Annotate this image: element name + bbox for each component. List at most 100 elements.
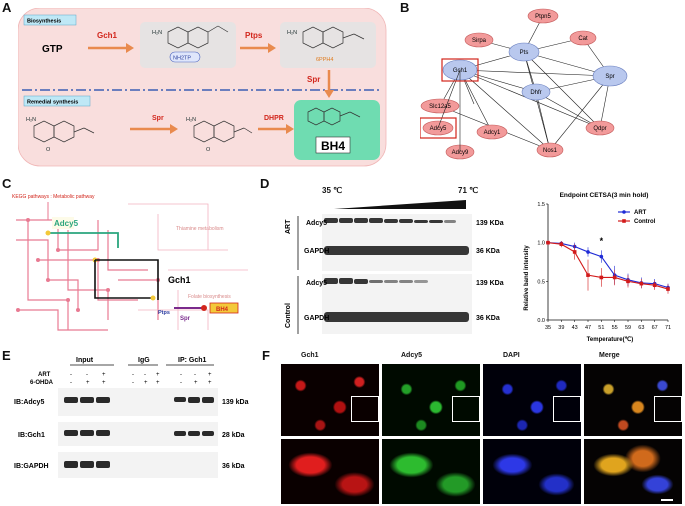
data-point-control — [612, 275, 617, 280]
nh2tp-label: NH2TP — [173, 56, 191, 62]
input-label: Input — [76, 357, 94, 364]
data-point-control — [546, 240, 550, 245]
data-point-control — [586, 273, 590, 277]
panel-label-c: C — [2, 176, 12, 191]
ohda-treatment-label: 6-OHDA — [30, 380, 54, 386]
panel-d-cetsa-blots: ART Control Adcy5 GAPDH Adcy5 GAPDH 139 … — [285, 200, 504, 334]
node-adcy9: Adcy9 — [452, 150, 469, 156]
data-point-control — [626, 279, 630, 284]
svg-text:O: O — [46, 147, 51, 153]
data-point-control — [599, 275, 604, 280]
svg-text:H₂N: H₂N — [152, 30, 162, 36]
panel-label-b: B — [400, 0, 410, 15]
node-dhfr: Dhfr — [530, 90, 541, 96]
remedial-label: Remedial synthesis — [27, 100, 78, 106]
gtp-label: GTP — [42, 44, 63, 55]
node-spr: Spr — [605, 74, 614, 80]
col-dapi: DAPI — [503, 352, 520, 359]
x-tick-label: 35 — [545, 325, 551, 331]
zoom-box-dapi — [553, 396, 581, 422]
merge-image-zoom — [584, 439, 682, 504]
panel-c-kegg-map: KEGG pathways : Metabolic pathway Thiami… — [12, 194, 248, 331]
panel-e-coip-blots: Input IgG IP: Gch1 ART 6-OHDA --+--+--+-… — [14, 357, 249, 478]
legend-label: Control — [634, 219, 656, 225]
ohda-sign: + — [208, 380, 212, 386]
temp-high-label: 71 ℃ — [458, 186, 479, 195]
gch1-highlight — [441, 58, 479, 82]
node-nos1: Nos1 — [543, 148, 558, 154]
art-sign: + — [102, 372, 106, 378]
art-sign: - — [86, 372, 88, 378]
ohda-sign: - — [132, 380, 134, 386]
panel-label-a: A — [2, 0, 12, 15]
gch1-image-zoom — [281, 439, 379, 504]
node-sirpa: Sirpa — [472, 38, 487, 44]
legend-marker — [622, 210, 626, 214]
art-treatment-label: ART — [38, 372, 51, 378]
x-tick-label: 51 — [598, 325, 604, 331]
legend-label: ART — [634, 210, 647, 216]
ib-adcy5-label: IB:Adcy5 — [14, 399, 44, 406]
x-tick-label: 59 — [625, 325, 631, 331]
series-line-control — [547, 242, 669, 290]
d-adcy5-art: Adcy5 — [306, 220, 327, 227]
art-sign: - — [194, 372, 196, 378]
x-tick-label: 43 — [572, 325, 578, 331]
kegg-title: KEGG pathways : Metabolic pathway — [12, 194, 95, 200]
data-point-control — [666, 287, 670, 291]
art-sign: - — [132, 372, 134, 378]
spr-enzyme: Spr — [152, 115, 164, 122]
adcy5-image-zoom — [382, 439, 480, 504]
zoom-box-merge — [654, 396, 682, 422]
svg-text:H₂N: H₂N — [287, 30, 297, 36]
kda-36-label: 36 kDa — [222, 463, 245, 470]
col-adcy5: Adcy5 — [401, 352, 423, 359]
data-point-control — [572, 250, 577, 254]
cetsa-line-chart: Endpoint CETSA(3 min hold) Relative band… — [524, 192, 671, 343]
d-gapdh-control: GAPDH — [304, 315, 329, 322]
col-gch1: Gch1 — [301, 352, 319, 359]
data-point-art — [599, 254, 604, 259]
node-slc12a5: Slc12a5 — [429, 104, 451, 110]
data-point-control — [639, 281, 644, 286]
art-sign: - — [180, 372, 182, 378]
d-kda139-control: 139 KDa — [476, 280, 504, 287]
x-tick-label: 63 — [638, 325, 644, 331]
svg-text:H₂N: H₂N — [186, 117, 196, 123]
y-tick-label: 1.5 — [537, 202, 545, 208]
chart-ylabel: Relative band intensity — [524, 245, 530, 311]
ib-gapdh-label: IB:GAPDH — [14, 463, 49, 470]
folate-label: Folate biosynthesis — [188, 294, 231, 300]
panel-b-network: Ptpn5 Sirpa Cat Pts Gch1 Spr Dhfr Slc12a… — [420, 8, 628, 160]
ohda-sign: + — [102, 380, 106, 386]
significance-star: * — [600, 236, 604, 246]
panel-label-f: F — [262, 348, 270, 363]
data-point-art — [586, 250, 590, 254]
d-gapdh-art: GAPDH — [304, 248, 329, 255]
adcy5-highlight — [420, 117, 457, 139]
ohda-sign: + — [194, 380, 198, 386]
y-tick-label: 1.0 — [537, 241, 545, 247]
d-kda36-art: 36 KDa — [476, 248, 500, 255]
ptps-enzyme: Ptps — [245, 31, 263, 40]
adcy5-map-label: Adcy5 — [54, 219, 79, 228]
d-adcy5-control: Adcy5 — [306, 280, 327, 287]
ptps-map-label: Ptps — [158, 310, 170, 316]
kda-139-label: 139 kDa — [222, 399, 249, 406]
ohda-sign: - — [70, 380, 72, 386]
svg-text:O: O — [206, 147, 211, 153]
zoom-box-gch1 — [351, 396, 379, 422]
d-kda139-art: 139 KDa — [476, 220, 504, 227]
series-line-art — [547, 242, 669, 289]
dapi-image-zoom — [483, 439, 581, 504]
svg-text:H₂N: H₂N — [26, 117, 36, 123]
merge-image-top — [584, 364, 682, 436]
legend-marker — [622, 219, 626, 223]
kda-28-label: 28 kDa — [222, 432, 245, 439]
ohda-sign: + — [86, 380, 90, 386]
panel-label-e: E — [2, 348, 11, 363]
node-adcy1: Adcy1 — [484, 130, 501, 136]
art-sign: + — [156, 372, 160, 378]
gch1-map-label: Gch1 — [168, 275, 191, 285]
thiamine-label: Thiamine metabolism — [176, 226, 224, 232]
